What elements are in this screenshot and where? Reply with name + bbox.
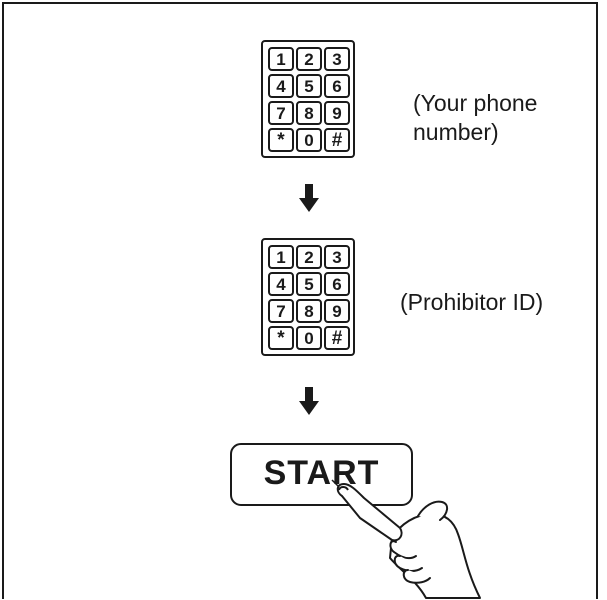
key-1[interactable]: 1 [268, 47, 294, 71]
key-6[interactable]: 6 [324, 74, 350, 98]
keypad-phone-number[interactable]: 1 2 3 4 5 6 7 8 9 * 0 # [261, 40, 355, 158]
key-8[interactable]: 8 [296, 299, 322, 323]
key-7[interactable]: 7 [268, 101, 294, 125]
key-7[interactable]: 7 [268, 299, 294, 323]
key-8[interactable]: 8 [296, 101, 322, 125]
key-9[interactable]: 9 [324, 101, 350, 125]
keypad-prohibitor-id[interactable]: 1 2 3 4 5 6 7 8 9 * 0 # [261, 238, 355, 356]
key-3[interactable]: 3 [324, 47, 350, 71]
down-arrow-icon [299, 387, 319, 415]
key-0[interactable]: 0 [296, 326, 322, 350]
key-5[interactable]: 5 [296, 272, 322, 296]
key-4[interactable]: 4 [268, 272, 294, 296]
key-9[interactable]: 9 [324, 299, 350, 323]
key-2[interactable]: 2 [296, 47, 322, 71]
key-star[interactable]: * [268, 128, 294, 152]
key-hash[interactable]: # [324, 128, 350, 152]
key-star[interactable]: * [268, 326, 294, 350]
pointing-hand-icon [331, 479, 481, 599]
key-4[interactable]: 4 [268, 74, 294, 98]
key-hash[interactable]: # [324, 326, 350, 350]
key-0[interactable]: 0 [296, 128, 322, 152]
key-5[interactable]: 5 [296, 74, 322, 98]
label-your-phone-number: (Your phone number) [413, 89, 537, 147]
down-arrow-icon [299, 184, 319, 212]
label-line-1: (Your phone [413, 90, 538, 116]
label-prohibitor-id: (Prohibitor ID) [400, 289, 544, 315]
key-2[interactable]: 2 [296, 245, 322, 269]
key-6[interactable]: 6 [324, 272, 350, 296]
start-button[interactable]: START [230, 443, 413, 506]
start-button-label: START [263, 454, 380, 492]
label-line-2: number) [413, 119, 499, 145]
diagram-frame [2, 2, 598, 599]
key-1[interactable]: 1 [268, 245, 294, 269]
key-3[interactable]: 3 [324, 245, 350, 269]
